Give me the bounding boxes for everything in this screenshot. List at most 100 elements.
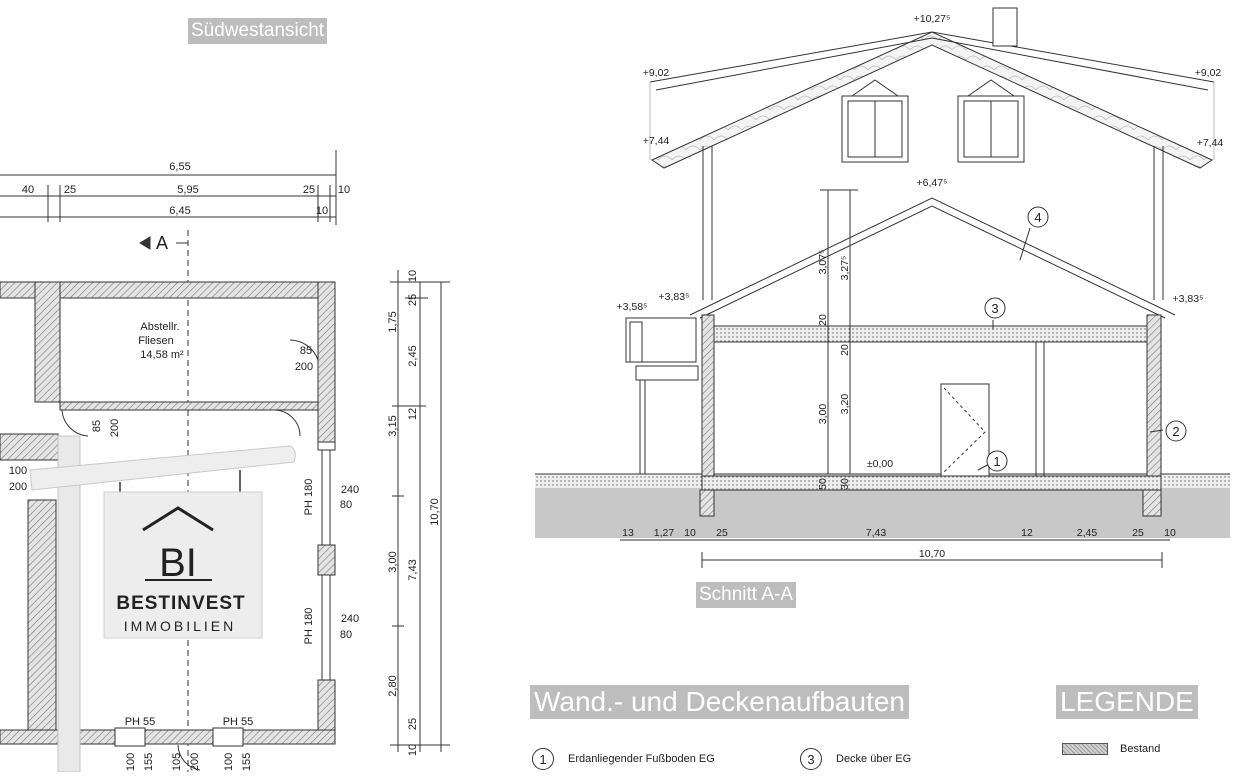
legend-item-bestand: Bestand xyxy=(1062,743,1160,755)
hatch-swatch xyxy=(1062,743,1108,755)
brand-name: BESTINVEST xyxy=(116,593,245,614)
door2-width: 85 xyxy=(91,420,103,432)
door-width: 85 xyxy=(300,345,312,357)
bdim-245: 2,45 xyxy=(1077,527,1098,539)
window-80-b: 80 xyxy=(340,629,352,641)
vdim-1070: 10,70 xyxy=(429,498,441,526)
bdim-743: 7,43 xyxy=(866,527,887,539)
brand-sub: IMMOBILIEN xyxy=(124,618,236,634)
layer-item-1: 1 Erdanliegender Fußboden EG xyxy=(532,748,715,770)
section-callouts: 4 3 1 2 xyxy=(984,206,1187,472)
window-ph55-a: PH 55 xyxy=(125,716,156,728)
floor-plan-labels: 6,55 40 25 5,95 25 10 6,45 10 A Abstellr… xyxy=(9,161,441,771)
vdim-10: 10 xyxy=(407,270,419,282)
height-320: 3,20 xyxy=(839,394,851,415)
bottom-dim-200: 200 xyxy=(189,753,201,771)
section-labels: +10,27⁵ +9,02 +9,02 +7,44 +7,44 +6,47⁵ +… xyxy=(617,13,1224,560)
dim-inner-width: 5,95 xyxy=(177,184,198,196)
level-ridge: +10,27⁵ xyxy=(914,13,951,25)
window-80-a: 80 xyxy=(340,499,352,511)
level-inner-ridge: +6,47⁵ xyxy=(917,177,948,189)
level-eave-left-low: +7,44 xyxy=(643,135,670,147)
caption-southwest-view: Südwestansicht xyxy=(188,18,328,44)
callout-4: 4 xyxy=(1034,210,1041,225)
level-eave-right-low: +7,44 xyxy=(1197,137,1224,149)
height-20a: 20 xyxy=(817,314,829,326)
level-left-358: +3,58⁵ xyxy=(617,301,648,313)
door-height: 200 xyxy=(295,361,313,373)
vdim-25a: 25 xyxy=(407,294,419,306)
window-ph55-b: PH 55 xyxy=(223,716,254,728)
bottom-dim-155b: 155 xyxy=(241,753,253,771)
bdim-10a: 10 xyxy=(684,527,696,539)
level-left-383: +3,83⁵ xyxy=(659,291,690,303)
dormer-window-left xyxy=(841,79,909,163)
real-estate-sign: BI BESTINVEST IMMOBILIEN xyxy=(29,435,296,773)
door2-height: 200 xyxy=(109,419,121,437)
caption-layers-title: Wand.- und Deckenaufbauten xyxy=(530,685,909,719)
vdim-743: 7,43 xyxy=(407,559,419,580)
vdim-315: 3,15 xyxy=(387,415,399,436)
bottom-dim-100a: 100 xyxy=(125,753,137,771)
window-ph-b: PH 180 xyxy=(303,608,315,645)
floor-plan xyxy=(0,150,450,772)
bottom-dim-155a: 155 xyxy=(143,753,155,771)
window-240-b: 240 xyxy=(341,613,359,625)
dim-10b: 10 xyxy=(316,205,328,217)
legend-label-bestand: Bestand xyxy=(1120,743,1161,755)
room-area: 14,58 m² xyxy=(140,349,184,361)
caption-section: Schnitt A-A xyxy=(696,582,796,608)
bdim-25b: 25 xyxy=(1132,527,1144,539)
dormer-window-right xyxy=(957,79,1025,163)
bdim-13: 13 xyxy=(622,527,634,539)
bdim-12: 12 xyxy=(1021,527,1033,539)
layer-number-3: 3 xyxy=(800,748,822,770)
dim-lower-width: 6,45 xyxy=(169,205,190,217)
bdim-25a: 25 xyxy=(716,527,728,539)
vdim-10b: 10 xyxy=(407,744,419,756)
dim-25a: 25 xyxy=(64,184,76,196)
logo-mark: BI xyxy=(159,541,197,585)
window-240-a: 240 xyxy=(341,484,359,496)
callout-1: 1 xyxy=(993,454,1000,469)
section-drawing xyxy=(535,7,1230,568)
section-marker: A xyxy=(156,233,168,253)
dim-40: 40 xyxy=(22,184,34,196)
left-door-width: 100 xyxy=(9,465,27,477)
dim-10a: 10 xyxy=(338,184,350,196)
room-floor: Fliesen xyxy=(138,335,173,347)
level-eave-right-top: +9,02 xyxy=(1195,67,1222,79)
layer-label-3: Decke über EG xyxy=(836,753,912,765)
bottom-dim-105: 105 xyxy=(171,753,183,771)
vdim-280: 2,80 xyxy=(387,675,399,696)
bdim-127: 1,27 xyxy=(654,527,675,539)
window-ph-a: PH 180 xyxy=(303,479,315,516)
vdim-245: 2,45 xyxy=(407,345,419,366)
level-eave-left-top: +9,02 xyxy=(643,67,670,79)
vdim-25b: 25 xyxy=(407,718,419,730)
bottom-dim-100b: 100 xyxy=(223,753,235,771)
dim-25b: 25 xyxy=(303,184,315,196)
callout-2: 2 xyxy=(1172,424,1179,439)
vdim-175: 1,75 xyxy=(387,311,399,332)
level-zero: ±0,00 xyxy=(867,458,893,470)
height-50: 50 xyxy=(817,478,829,490)
layer-label-1: Erdanliegender Fußboden EG xyxy=(568,753,715,765)
callout-3: 3 xyxy=(991,301,998,316)
bdim-total: 10,70 xyxy=(919,548,945,560)
caption-legend-title: LEGENDE xyxy=(1056,685,1198,719)
height-307: 3,07⁵ xyxy=(817,250,829,275)
level-right-383: +3,83⁵ xyxy=(1173,293,1204,305)
height-327: 3,27⁵ xyxy=(839,256,851,281)
layer-item-3: 3 Decke über EG xyxy=(800,748,911,770)
layer-number-1: 1 xyxy=(532,748,554,770)
height-300: 3,00 xyxy=(817,404,829,425)
height-30: 30 xyxy=(839,478,851,490)
height-20b: 20 xyxy=(839,344,851,356)
dim-total-width: 6,55 xyxy=(169,161,190,173)
room-name: Abstellr. xyxy=(140,321,179,333)
vdim-300: 3,00 xyxy=(387,551,399,572)
house-roof-icon xyxy=(142,506,214,532)
